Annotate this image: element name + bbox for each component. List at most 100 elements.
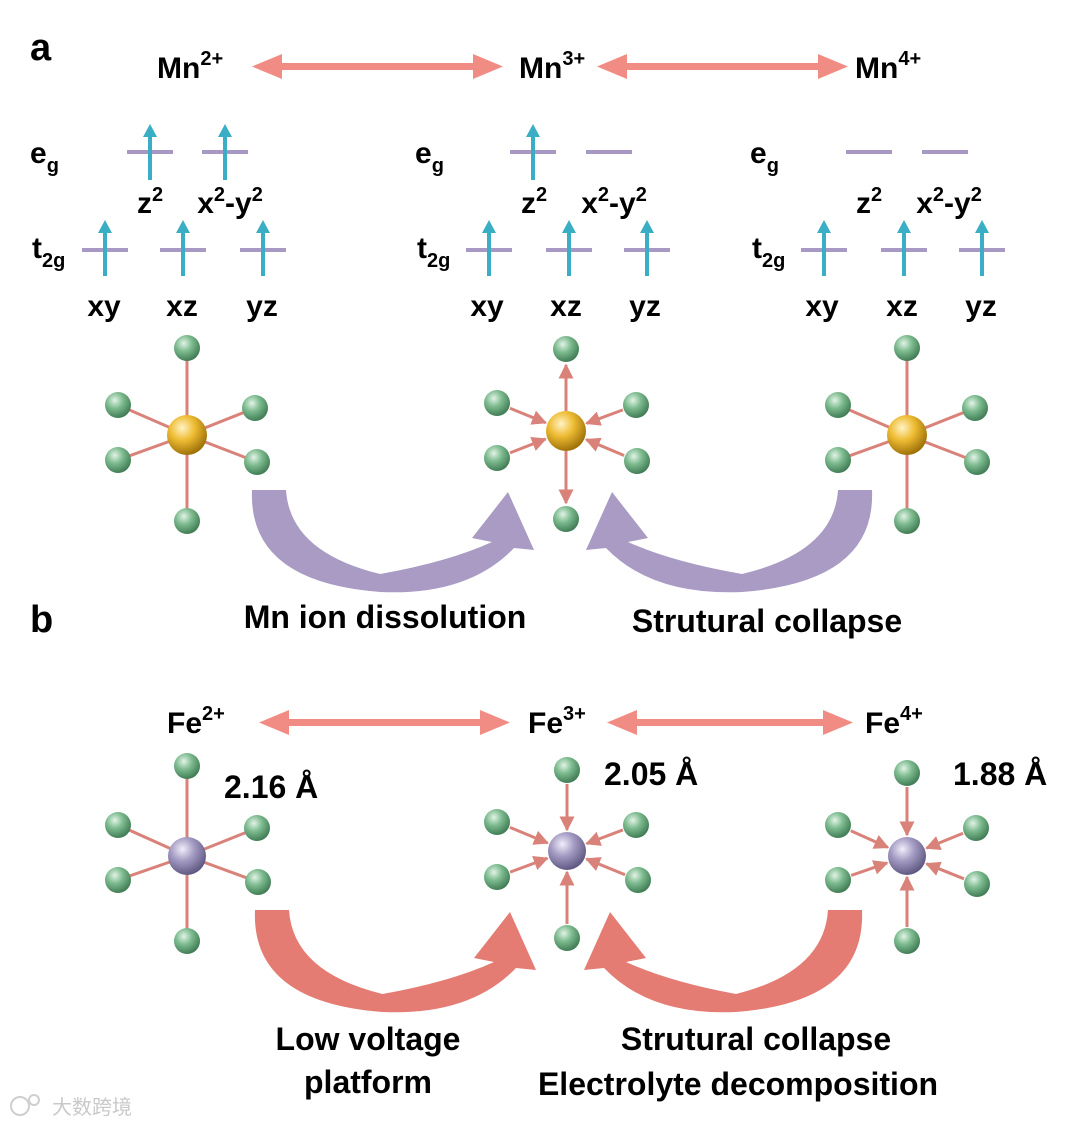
eg-level-line-2 bbox=[586, 150, 632, 154]
mn-curve-arrow-dissolution bbox=[251, 490, 534, 593]
ligand-atom-6 bbox=[625, 867, 651, 893]
orbital-label-z2: z2 bbox=[856, 184, 882, 220]
central-atom bbox=[548, 832, 586, 870]
mn-double-arrow-1 bbox=[252, 54, 503, 79]
ligand-atom-5 bbox=[105, 867, 131, 893]
ligand-atom-4 bbox=[623, 812, 649, 838]
ligand-atom-6 bbox=[624, 448, 650, 474]
orbital-label-yz: yz bbox=[629, 290, 661, 323]
t2g-spin-up-arrow-icon-1 bbox=[98, 220, 112, 276]
watermark-logo-icon bbox=[10, 1096, 30, 1116]
t2g-spin-up-arrow-icon-2 bbox=[897, 220, 911, 276]
mn-caption-dissolution: Mn ion dissolution bbox=[244, 599, 527, 635]
t2g-level-label: t2g bbox=[752, 232, 785, 272]
eg-spin-up-arrow-icon-1 bbox=[526, 124, 540, 180]
eg-level-label: eg bbox=[415, 137, 444, 177]
eg-spin-up-arrow-icon-1 bbox=[143, 124, 157, 180]
ligand-atom-5 bbox=[484, 864, 510, 890]
ligand-atom-5 bbox=[825, 447, 851, 473]
orbital-label-xy: xy bbox=[805, 290, 839, 323]
fe3-octahedron bbox=[484, 757, 651, 951]
mn3-octahedron bbox=[484, 336, 650, 532]
fe-ion-label-2: Fe3+ bbox=[528, 703, 586, 740]
eg-level-label: eg bbox=[750, 137, 779, 177]
ligand-atom-6 bbox=[964, 449, 990, 475]
bond-arrow-3 bbox=[509, 825, 549, 845]
octahedra bbox=[105, 335, 990, 954]
ligand-atom-2 bbox=[894, 928, 920, 954]
fe-ion-label-3: Fe4+ bbox=[865, 703, 923, 740]
mn4-octahedron bbox=[825, 335, 990, 534]
t2g-level-label: t2g bbox=[32, 232, 65, 272]
t2g-spin-up-arrow-icon-2 bbox=[562, 220, 576, 276]
ligand-atom-2 bbox=[553, 506, 579, 532]
eg-level-line-1 bbox=[846, 150, 892, 154]
eg-level-line-2 bbox=[922, 150, 968, 154]
ligand-atom-1 bbox=[894, 335, 920, 361]
eg-level-label: eg bbox=[30, 137, 59, 177]
ligand-atom-2 bbox=[554, 925, 580, 951]
ligand-atom-5 bbox=[484, 445, 510, 471]
mn-ion-label-3: Mn4+ bbox=[855, 48, 921, 85]
bond-arrow-6 bbox=[585, 857, 626, 877]
bond-arrow-4 bbox=[585, 408, 624, 426]
bond-arrow-6 bbox=[584, 437, 625, 457]
central-atom bbox=[167, 415, 207, 455]
bond-arrow-5 bbox=[509, 855, 549, 874]
fe-caption-electrolyte: Electrolyte decomposition bbox=[538, 1066, 938, 1102]
ligand-atom-1 bbox=[554, 757, 580, 783]
t2g-spin-up-arrow-icon-2 bbox=[176, 220, 190, 276]
fe-bond-length-2: 2.05 Å bbox=[604, 756, 698, 792]
ligand-atom-4 bbox=[242, 395, 268, 421]
bond-arrow-6 bbox=[925, 861, 965, 881]
ligand-atom-3 bbox=[825, 392, 851, 418]
transition-curves bbox=[251, 490, 873, 1013]
fe-bond-length-3: 1.88 Å bbox=[953, 756, 1047, 792]
t2g-spin-up-arrow-icon-3 bbox=[256, 220, 270, 276]
orbital-label-x2-y2: x2-y2 bbox=[581, 184, 647, 220]
orbital-label-yz: yz bbox=[965, 290, 997, 323]
fe-curve-arrow-low-voltage bbox=[254, 910, 537, 1013]
watermark-logo-dot-icon bbox=[28, 1094, 40, 1106]
ligand-atom-3 bbox=[105, 392, 131, 418]
t2g-spin-up-arrow-icon-1 bbox=[817, 220, 831, 276]
ligand-atom-5 bbox=[105, 447, 131, 473]
fe-caption-low-voltage-line1: Low voltage bbox=[276, 1021, 461, 1057]
ligand-atom-5 bbox=[825, 867, 851, 893]
ligand-atom-1 bbox=[553, 336, 579, 362]
fe-caption-low-voltage-line2: platform bbox=[304, 1064, 432, 1100]
mn-ion-label-1: Mn2+ bbox=[157, 48, 223, 85]
central-atom bbox=[888, 837, 926, 875]
mn-curve-arrow-collapse bbox=[586, 490, 873, 593]
orbital-label-x2-y2: x2-y2 bbox=[197, 184, 263, 220]
ligand-atom-2 bbox=[174, 508, 200, 534]
orbital-label-yz: yz bbox=[246, 290, 278, 323]
bond-arrow-3 bbox=[850, 829, 890, 849]
ligand-atom-1 bbox=[174, 753, 200, 779]
orbital-label-xz: xz bbox=[886, 290, 918, 323]
t2g-spin-up-arrow-icon-1 bbox=[482, 220, 496, 276]
mn-double-arrow-2 bbox=[597, 54, 848, 79]
ligand-atom-3 bbox=[484, 390, 510, 416]
ligand-atom-2 bbox=[174, 928, 200, 954]
central-atom bbox=[546, 411, 586, 451]
orbital-label-xy: xy bbox=[470, 290, 504, 323]
fe-double-arrow-1 bbox=[259, 710, 510, 735]
orbital-label-z2: z2 bbox=[521, 184, 547, 220]
fe-curve-arrow-collapse bbox=[584, 910, 863, 1013]
ligand-atom-4 bbox=[623, 392, 649, 418]
mn-caption-collapse: Strutural collapse bbox=[632, 603, 902, 639]
bond-arrow-5 bbox=[850, 860, 889, 877]
watermark-text: 大数跨境 bbox=[52, 1096, 132, 1119]
mn-ion-label-2: Mn3+ bbox=[519, 48, 585, 85]
bond-arrow-5 bbox=[509, 436, 547, 455]
central-atom bbox=[887, 415, 927, 455]
orbital-label-xy: xy bbox=[87, 290, 121, 323]
ligand-atom-6 bbox=[964, 871, 990, 897]
t2g-spin-up-arrow-icon-3 bbox=[640, 220, 654, 276]
panel-label-a: a bbox=[30, 27, 52, 69]
